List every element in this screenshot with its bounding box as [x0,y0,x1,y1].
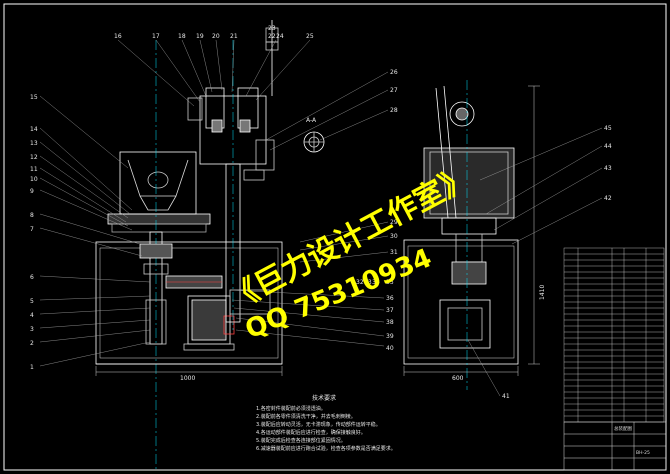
part-labels-right: 45 44 43 42 41 [502,125,612,400]
tech-req-line: 1.各密封件装配前必须浸透油。 [256,405,326,412]
part-label: 24 [276,33,284,40]
part-label: 45 [604,125,612,132]
part-label: 1 [30,364,34,371]
part-label: 44 [604,143,612,150]
part-label: 4 [30,312,34,319]
part-label: 40 [386,345,394,352]
part-label: 19 [196,33,204,40]
title-block-name: 总装配图 [614,425,632,432]
part-label: 20 [212,33,220,40]
part-label: 34 [372,279,380,286]
part-labels-top: 16 17 18 19 20 21 22 23 24 25 [114,25,314,40]
part-label: 28 [390,107,398,114]
part-label: 7 [30,226,34,233]
part-label: 13 [30,140,38,147]
part-label: 39 [386,333,394,340]
part-label: 36 [386,295,394,302]
drawing-border [3,3,667,471]
tech-requirements: 技术要求 1.各密封件装配前必须浸透油。 2.装配前各零件须清洗干净，并去毛刺倒… [256,394,396,452]
part-label: 10 [30,176,38,183]
part-label: 18 [178,33,186,40]
parts-list-table [563,247,665,423]
part-labels-middle: 26 27 28 29 30 31 32 33 34 35 36 37 38 3… [356,69,398,352]
part-label: 12 [30,154,38,161]
part-label: 14 [30,126,38,133]
part-label: 16 [114,33,122,40]
part-label: 8 [30,212,34,219]
part-label: 37 [386,307,394,314]
part-label: 29 [390,219,398,226]
part-label: 33 [364,279,372,286]
part-label: 21 [230,33,238,40]
part-label: 17 [152,33,160,40]
tech-req-line: 5.装配完成后检查各连接部位紧固情况。 [256,437,346,444]
part-label: 42 [604,195,612,202]
part-label: 31 [390,249,398,256]
part-label: 32 [356,279,364,286]
tech-req-title: 技术要求 [312,394,336,402]
part-label: 38 [386,319,394,326]
part-label: 41 [502,393,510,400]
side-view [403,80,540,390]
part-label: 22 [268,33,276,40]
title-block-code: BH-25 [636,450,650,456]
tech-req-line: 3.装配后应转动灵活，无卡滞现象，传动部件运转平稳。 [256,421,381,428]
part-label: 5 [30,298,34,305]
part-label: 43 [604,165,612,172]
part-label: 15 [30,94,38,101]
part-label: 27 [390,87,398,94]
part-label: 30 [390,233,398,240]
tech-req-line: 4.各运动部件装配后应进行检查，确保接触良好。 [256,429,366,436]
watermark: 《巨力设计工作室》 QQ 75310934 [222,160,477,345]
front-view [95,20,325,470]
part-label: 26 [390,69,398,76]
part-label: 2 [30,340,34,347]
part-label: 9 [30,188,34,195]
part-label: 35 [386,279,394,286]
part-label: 11 [30,166,38,173]
part-label: 23 [268,25,276,32]
leader-lines [39,39,603,397]
part-label: 25 [306,33,314,40]
part-labels-left: 15 14 13 12 11 10 9 8 7 6 5 4 3 2 1 [30,94,38,371]
dimension-height-right: 1410 [539,285,546,300]
tech-req-line: 6.减速器装配前应进行跑合试验，检查各项参数是否满足要求。 [256,445,396,452]
dimension-width-right: 600 [452,375,464,382]
title-block [563,421,667,471]
section-label: A-A [306,117,317,124]
part-label: 3 [30,326,34,333]
tech-req-line: 2.装配前各零件须清洗干净，并去毛刺倒棱。 [256,413,356,420]
part-label: 6 [30,274,34,281]
dimension-width-left: 1000 [180,375,195,382]
